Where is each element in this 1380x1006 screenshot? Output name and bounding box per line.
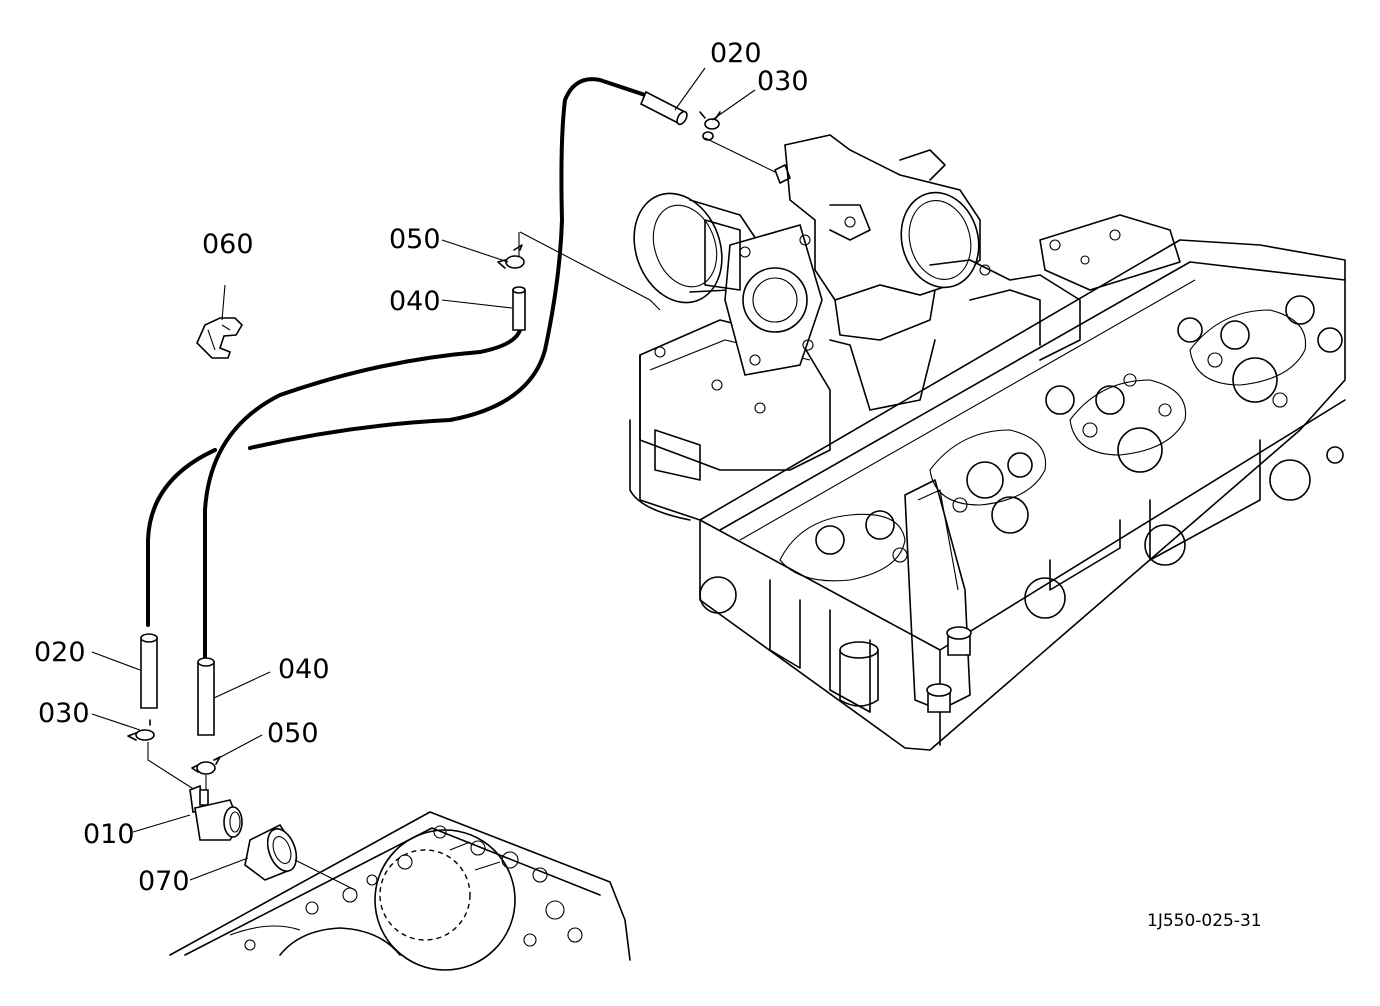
leader-lines	[91, 67, 756, 881]
label-020-bottom: 020	[34, 637, 86, 668]
sensor-assembly	[189, 784, 356, 891]
drawing-code: 1J550-025-31	[1147, 911, 1262, 931]
head-gasket	[169, 811, 631, 971]
label-030-bottom: 030	[38, 698, 90, 729]
label-050-top: 050	[389, 224, 441, 255]
label-010: 010	[83, 819, 135, 850]
hoses	[127, 77, 776, 795]
label-030-top: 030	[757, 66, 809, 97]
label-040-top: 040	[389, 286, 441, 317]
label-060: 060	[202, 229, 254, 260]
label-020-top: 020	[710, 38, 762, 69]
label-040-bottom: 040	[278, 654, 330, 685]
water-flange-assembly	[629, 134, 1081, 521]
label-070: 070	[138, 866, 190, 897]
clamp-060	[196, 317, 244, 359]
label-050-bottom: 050	[267, 718, 319, 749]
cylinder-head	[699, 214, 1346, 751]
